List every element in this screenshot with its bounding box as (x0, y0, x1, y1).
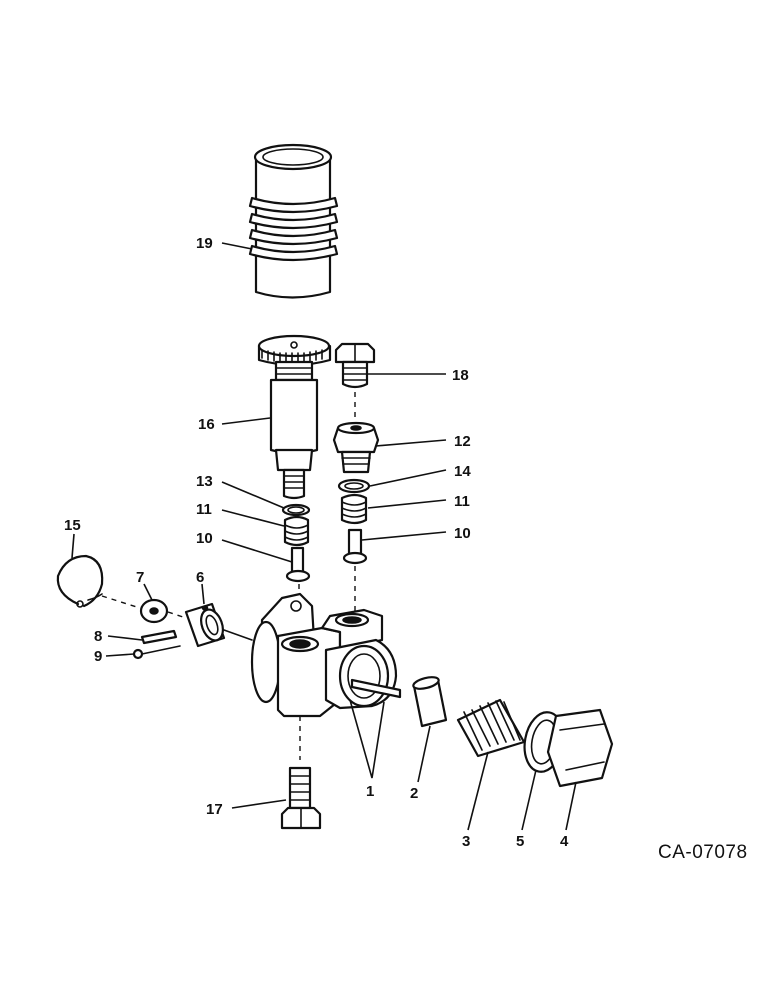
leader-2 (417, 725, 431, 783)
reference-code: CA-07078 (658, 842, 748, 863)
part-12-connector (332, 421, 380, 474)
part-11-spring-left (283, 515, 310, 547)
part-3-spring (456, 698, 526, 758)
part-10-valve-left (285, 546, 311, 640)
assembly-line-snap-ring-roller (101, 595, 141, 609)
leader-15 (71, 533, 75, 559)
callout-3: 3 (462, 833, 470, 850)
leader-3 (467, 751, 489, 831)
part-15-snap-ring (56, 554, 104, 608)
callout-16: 16 (198, 416, 215, 433)
leader-7 (143, 583, 153, 601)
callout-2: 2 (410, 785, 418, 802)
part-6-tappet (184, 602, 226, 648)
leader-14 (369, 469, 447, 487)
assembly-line-tappet-housing (223, 629, 253, 641)
callout-15: 15 (64, 517, 81, 534)
part-14-washer (337, 478, 371, 494)
part-13-washer (281, 503, 311, 517)
leader-6 (201, 583, 205, 605)
callout-13: 13 (196, 473, 213, 490)
leader-17 (231, 799, 287, 809)
part-8-pin (140, 629, 178, 645)
leader-8 (107, 635, 143, 641)
leader-5 (521, 769, 537, 831)
part-11-spring-right (340, 493, 368, 525)
leader-19 (221, 242, 253, 250)
leader-10-right (361, 531, 447, 541)
part-4-plug (546, 708, 614, 788)
callout-1: 1 (366, 783, 374, 800)
part-7-roller (139, 598, 169, 624)
leader-11-left (221, 509, 285, 527)
callout-7: 7 (136, 569, 144, 586)
callout-11-right: 11 (454, 493, 470, 510)
part-19-bellows-boot (248, 143, 339, 299)
callout-18: 18 (452, 367, 469, 384)
callout-14: 14 (454, 463, 471, 480)
callout-11-left: 11 (196, 501, 212, 518)
part-2-sleeve (412, 676, 448, 728)
part-16-hand-primer-pump (257, 334, 332, 500)
callout-6: 6 (196, 569, 204, 586)
part-10-valve-right (342, 528, 368, 612)
leader-1 (349, 699, 385, 779)
leader-4 (565, 781, 577, 831)
leader-11-right (367, 499, 447, 509)
part-18-hollow-bolt (334, 342, 376, 418)
assembly-line-roller-tappet (167, 611, 187, 619)
callout-17: 17 (206, 801, 223, 818)
leader-12 (375, 439, 447, 447)
callout-10-left: 10 (196, 530, 213, 547)
part-1-pump-housing (250, 592, 402, 760)
callout-10-right: 10 (454, 525, 471, 542)
callout-19: 19 (196, 235, 213, 252)
callout-8: 8 (94, 628, 102, 645)
callout-5: 5 (516, 833, 524, 850)
part-9-screw (132, 645, 181, 660)
part-17-hollow-bolt (280, 766, 322, 830)
leader-9 (105, 653, 135, 657)
leader-10-left (221, 539, 293, 563)
leader-16 (221, 417, 271, 425)
callout-4: 4 (560, 833, 569, 850)
leader-13 (221, 481, 285, 509)
callout-9: 9 (94, 648, 102, 665)
callout-12: 12 (454, 433, 471, 450)
